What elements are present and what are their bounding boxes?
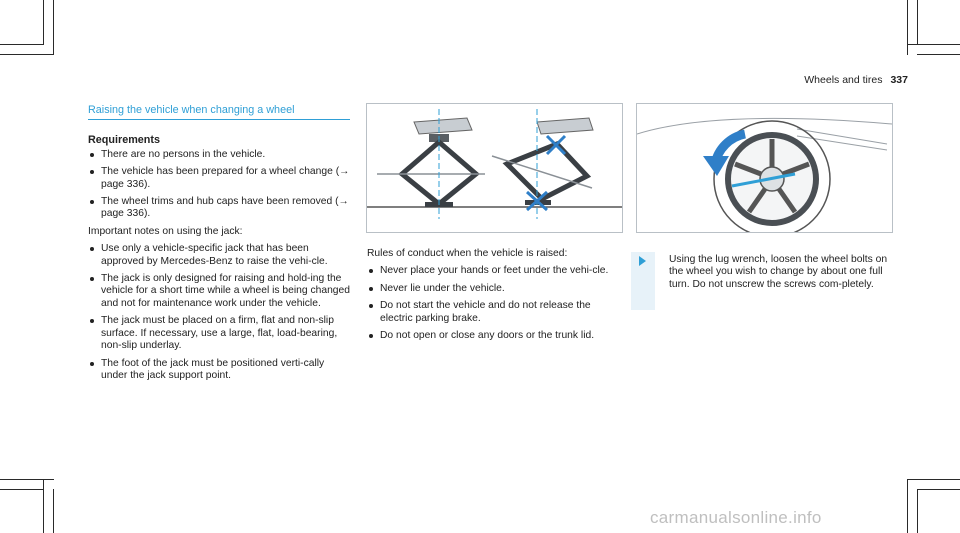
list-item: The jack is only designed for raising an… [88, 273, 350, 310]
requirements-list: There are no persons in the vehicle. The… [88, 149, 350, 221]
crop-mark [917, 0, 918, 45]
crop-mark [907, 479, 960, 480]
crop-mark [0, 489, 44, 490]
jack-illustration [366, 103, 623, 233]
crop-mark [907, 44, 960, 45]
crop-mark [917, 54, 960, 55]
rules-list: Never place your hands or feet under the… [367, 265, 623, 342]
notes-list: Use only a vehicle-specific jack that ha… [88, 243, 350, 382]
requirements-heading: Requirements [88, 134, 160, 147]
list-item: Never place your hands or feet under the… [367, 265, 623, 277]
notes-intro: Important notes on using the jack: [88, 225, 243, 237]
list-item: The jack must be placed on a firm, flat … [88, 315, 350, 352]
crop-mark [0, 54, 54, 55]
header-section: Wheels and tires [804, 74, 883, 86]
column-right: Using the lug wrench, loosen the wheel b… [631, 252, 892, 310]
column-middle: Rules of conduct when the vehicle is rai… [367, 244, 623, 347]
jack-drawing [367, 109, 622, 219]
list-item: Do not open or close any doors or the tr… [367, 330, 623, 342]
wheel-illustration [636, 103, 893, 238]
watermark: carmanualsonline.info [650, 508, 822, 527]
crop-mark [907, 0, 908, 55]
crop-mark [907, 479, 908, 533]
page-number: 337 [890, 74, 908, 86]
instruction-step: Using the lug wrench, loosen the wheel b… [631, 252, 892, 310]
section-title: Raising the vehicle when changing a whee… [88, 104, 350, 121]
crop-mark [0, 44, 44, 45]
crop-mark [917, 489, 960, 490]
crop-mark [0, 479, 54, 480]
crop-mark [43, 479, 44, 533]
step-text: Using the lug wrench, loosen the wheel b… [669, 254, 888, 290]
list-item: The vehicle has been prepared for a whee… [88, 166, 350, 191]
crop-mark [53, 0, 54, 55]
list-item: Use only a vehicle-specific jack that ha… [88, 243, 350, 268]
list-item: Do not start the vehicle and do not rele… [367, 300, 623, 325]
list-item: There are no persons in the vehicle. [88, 149, 350, 161]
crop-mark [53, 489, 54, 533]
wheel-drawing [636, 117, 893, 238]
crop-mark [917, 489, 918, 533]
rules-intro: Rules of conduct when the vehicle is rai… [367, 248, 568, 259]
list-item: The wheel trims and hub caps have been r… [88, 196, 350, 221]
list-item: Never lie under the vehicle. [367, 283, 623, 295]
step-arrow-icon [639, 256, 646, 266]
list-item: The foot of the jack must be positioned … [88, 358, 350, 383]
column-left: Raising the vehicle when changing a whee… [88, 104, 350, 387]
crop-mark [43, 0, 44, 45]
running-header: Wheels and tires 337 [804, 74, 908, 86]
